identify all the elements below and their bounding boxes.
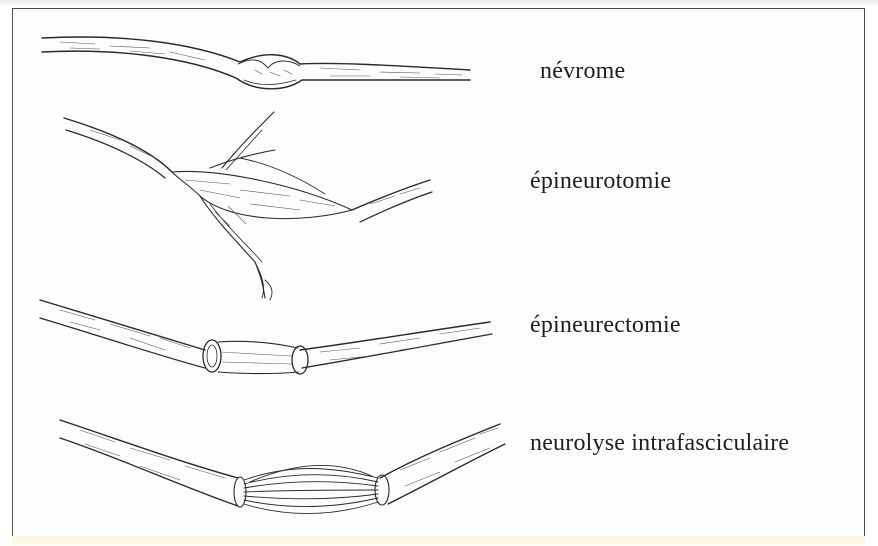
label-epineurectomie: épineurectomie [530,312,681,339]
intrafascicular-neurolysis-nerve-drawing [60,420,505,514]
epineurotomy-nerve-drawing [64,112,432,300]
label-epineurotomie: épineurotomie [530,168,671,195]
neuroma-nerve-drawing [42,37,470,89]
epineurectomy-nerve-drawing [40,300,492,374]
label-neurolyse-intrafasciculaire: neurolyse intrafasciculaire [530,430,789,457]
label-nevrome: névrome [540,58,625,85]
